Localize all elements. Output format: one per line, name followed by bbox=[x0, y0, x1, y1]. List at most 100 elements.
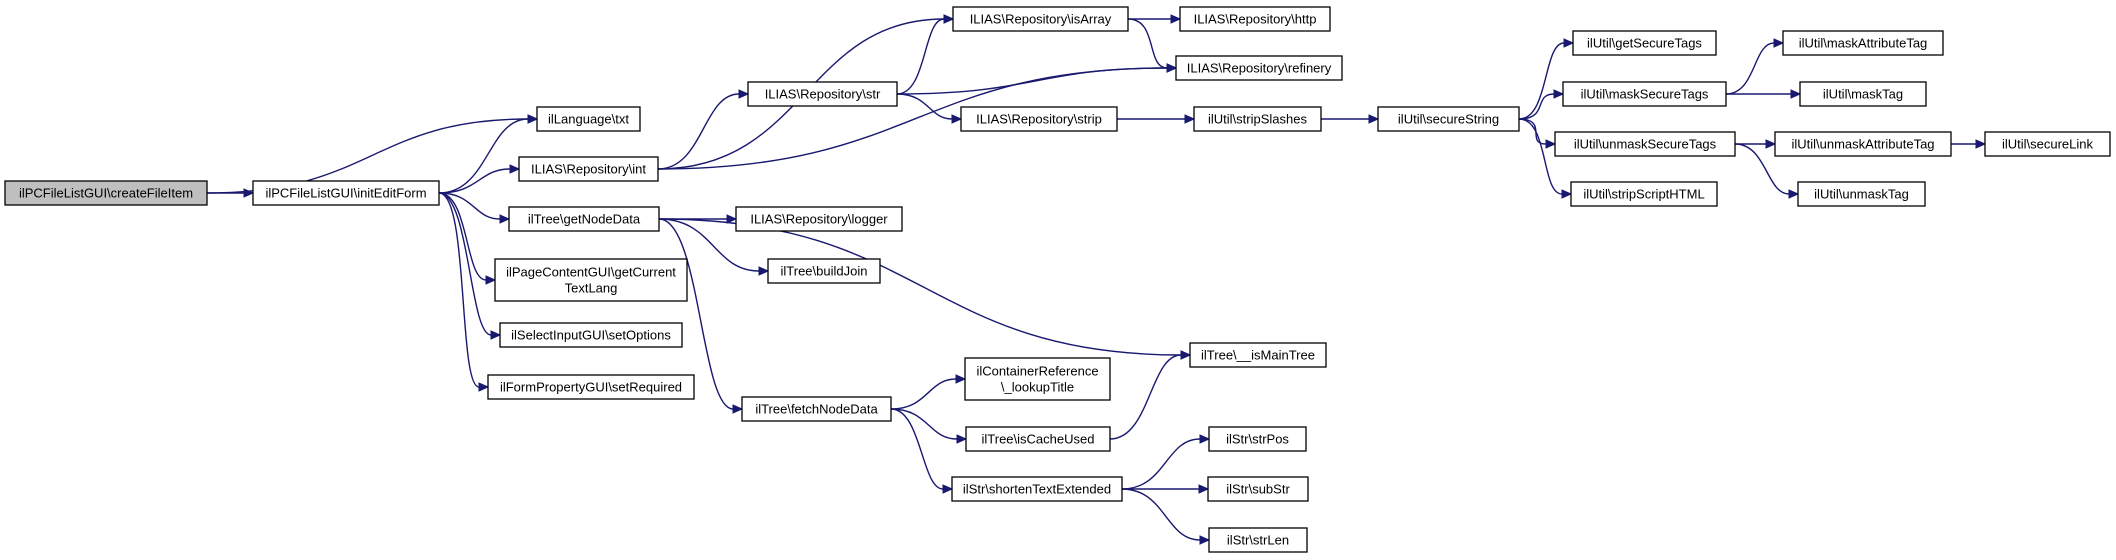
node-build-join[interactable]: ilTree\buildJoin bbox=[767, 258, 881, 284]
node-box bbox=[1570, 181, 1718, 207]
node-create-file-item[interactable]: ilPCFileListGUI\createFileItem bbox=[4, 180, 208, 206]
node-label: ilUtil\secureString bbox=[1398, 112, 1499, 127]
arrowhead-icon bbox=[942, 484, 954, 494]
node-label: ilStr\subStr bbox=[1226, 482, 1290, 497]
node-label: ilUtil\secureLink bbox=[2002, 137, 2094, 152]
node-box bbox=[508, 206, 660, 232]
edge-init-edit-form-to-repo-int bbox=[438, 168, 511, 194]
node-box bbox=[1572, 30, 1717, 56]
edge-repo-str-to-repo-strip bbox=[896, 93, 953, 120]
arrowhead-icon bbox=[1553, 89, 1565, 99]
node-box bbox=[1377, 106, 1520, 132]
node-label: \_lookupTitle bbox=[1001, 380, 1074, 395]
node-txt[interactable]: ilLanguage\txt bbox=[536, 106, 641, 132]
arrowhead-icon bbox=[951, 114, 963, 124]
arrowhead-icon bbox=[1790, 89, 1802, 99]
node-set-required[interactable]: ilFormPropertyGUI\setRequired bbox=[487, 374, 695, 400]
node-unmask-attribute-tag[interactable]: ilUtil\unmaskAttributeTag bbox=[1774, 131, 1952, 157]
node-mask-secure-tags[interactable]: ilUtil\maskSecureTags bbox=[1562, 81, 1727, 107]
node-repo-int[interactable]: ILIAS\Repository\int bbox=[518, 156, 659, 182]
node-is-main-tree[interactable]: ilTree\__isMainTree bbox=[1189, 342, 1327, 368]
node-unmask-tag[interactable]: ilUtil\unmaskTag bbox=[1797, 181, 1926, 207]
arrowhead-icon bbox=[1788, 189, 1800, 199]
node-label: ilTree\__isMainTree bbox=[1201, 348, 1315, 363]
node-box bbox=[252, 180, 440, 206]
edge-repo-int-to-repo-str bbox=[657, 93, 740, 170]
edge-get-node-data-to-fetch-node-data bbox=[658, 218, 734, 410]
node-repo-strip[interactable]: ILIAS\Repository\strip bbox=[960, 106, 1118, 132]
node-lookup-title[interactable]: ilContainerReference\_lookupTitle bbox=[964, 357, 1111, 401]
node-secure-link[interactable]: ilUtil\secureLink bbox=[1984, 131, 2111, 157]
node-box bbox=[1207, 476, 1309, 502]
node-str-len[interactable]: ilStr\strLen bbox=[1208, 527, 1308, 553]
node-label: ilTree\buildJoin bbox=[781, 264, 868, 279]
node-fetch-node-data[interactable]: ilTree\fetchNodeData bbox=[741, 396, 892, 422]
edge-secure-string-to-unmask-secure-tags bbox=[1518, 118, 1547, 145]
node-repo-refinery[interactable]: ILIAS\Repository\refinery bbox=[1175, 55, 1343, 81]
node-label: ilSelectInputGUI\setOptions bbox=[511, 328, 671, 343]
node-repo-logger[interactable]: ILIAS\Repository\logger bbox=[735, 206, 903, 232]
node-box bbox=[494, 258, 688, 302]
node-box bbox=[1208, 527, 1308, 553]
node-is-cache-used[interactable]: ilTree\isCacheUsed bbox=[965, 426, 1111, 452]
node-get-node-data[interactable]: ilTree\getNodeData bbox=[508, 206, 660, 232]
node-unmask-secure-tags[interactable]: ilUtil\unmaskSecureTags bbox=[1554, 131, 1736, 157]
node-box bbox=[747, 81, 898, 107]
node-box bbox=[1562, 81, 1727, 107]
arrowhead-icon bbox=[732, 404, 744, 414]
node-label: ilTree\getNodeData bbox=[528, 212, 641, 227]
node-box bbox=[1175, 55, 1343, 81]
node-get-secure-tags[interactable]: ilUtil\getSecureTags bbox=[1572, 30, 1717, 56]
node-box bbox=[4, 180, 208, 206]
node-box bbox=[741, 396, 892, 422]
node-strip-script-html[interactable]: ilUtil\stripScriptHTML bbox=[1570, 181, 1718, 207]
node-label: ilUtil\stripScriptHTML bbox=[1583, 187, 1704, 202]
arrowhead-icon bbox=[1199, 535, 1211, 545]
arrowhead-icon bbox=[956, 434, 968, 444]
node-label: ilStr\shortenTextExtended bbox=[963, 482, 1111, 497]
node-strip-slashes[interactable]: ilUtil\stripSlashes bbox=[1193, 106, 1322, 132]
node-label: ilUtil\maskAttributeTag bbox=[1799, 36, 1928, 51]
node-label: ilUtil\maskSecureTags bbox=[1581, 87, 1709, 102]
edge-fetch-node-data-to-lookup-title bbox=[890, 378, 957, 410]
node-sub-str[interactable]: ilStr\subStr bbox=[1207, 476, 1309, 502]
arrowhead-icon bbox=[1170, 14, 1182, 24]
arrowhead-icon bbox=[943, 14, 955, 24]
arrowhead-icon bbox=[1561, 189, 1573, 199]
arrowhead-icon bbox=[1199, 434, 1211, 444]
edge-unmask-secure-tags-to-unmask-tag bbox=[1734, 143, 1790, 195]
arrowhead-icon bbox=[1545, 139, 1557, 149]
node-box bbox=[1797, 181, 1926, 207]
node-secure-string[interactable]: ilUtil\secureString bbox=[1377, 106, 1520, 132]
node-label: ILIAS\Repository\isArray bbox=[970, 12, 1112, 27]
arrowhead-icon bbox=[1180, 350, 1192, 360]
node-label: ilStr\strPos bbox=[1226, 432, 1289, 447]
arrowhead-icon bbox=[1166, 63, 1178, 73]
node-box bbox=[1189, 342, 1327, 368]
node-box bbox=[1208, 426, 1307, 452]
node-label: ilUtil\getSecureTags bbox=[1587, 36, 1702, 51]
node-repo-str[interactable]: ILIAS\Repository\str bbox=[747, 81, 898, 107]
node-box bbox=[499, 322, 683, 348]
node-mask-attribute-tag[interactable]: ilUtil\maskAttributeTag bbox=[1782, 30, 1944, 56]
edge-is-cache-used-to-is-main-tree bbox=[1109, 354, 1182, 440]
node-label: ilContainerReference bbox=[976, 364, 1098, 379]
node-label: ilPCFileListGUI\createFileItem bbox=[19, 186, 193, 201]
node-label: ilUtil\maskTag bbox=[1823, 87, 1903, 102]
arrowhead-icon bbox=[1368, 114, 1380, 124]
node-shorten-text-extended[interactable]: ilStr\shortenTextExtended bbox=[951, 476, 1123, 502]
node-box bbox=[1984, 131, 2111, 157]
node-repo-is-array[interactable]: ILIAS\Repository\isArray bbox=[952, 6, 1129, 32]
edge-shorten-text-extended-to-str-len bbox=[1121, 488, 1201, 541]
node-set-options[interactable]: ilSelectInputGUI\setOptions bbox=[499, 322, 683, 348]
node-init-edit-form[interactable]: ilPCFileListGUI\initEditForm bbox=[252, 180, 440, 206]
arrowhead-icon bbox=[1773, 38, 1785, 48]
node-box bbox=[518, 156, 659, 182]
node-label: ilFormPropertyGUI\setRequired bbox=[500, 380, 682, 395]
node-str-pos[interactable]: ilStr\strPos bbox=[1208, 426, 1307, 452]
node-repo-http[interactable]: ILIAS\Repository\http bbox=[1179, 6, 1331, 32]
arrowhead-icon bbox=[955, 374, 967, 384]
edge-init-edit-form-to-txt bbox=[438, 118, 529, 194]
node-mask-tag[interactable]: ilUtil\maskTag bbox=[1799, 81, 1927, 107]
